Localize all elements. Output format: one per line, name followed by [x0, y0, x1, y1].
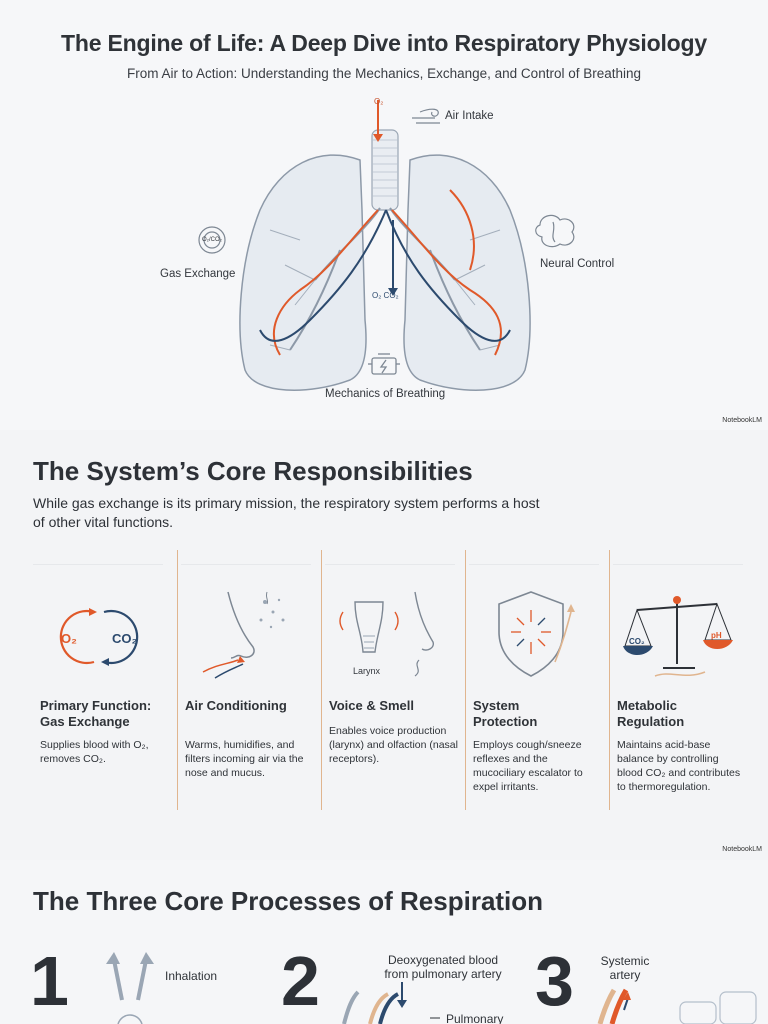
gas-exchange-icon: [198, 226, 226, 254]
card-title: Primary Function: Gas Exchange: [40, 698, 152, 729]
gas-cycle-icon: O₂ CO₂: [59, 608, 139, 666]
larynx-label: Larynx: [353, 666, 381, 676]
brain-icon: [535, 214, 575, 248]
card-row: O₂ CO₂ Primary Function: Gas Exchange Su…: [33, 550, 760, 850]
o2-co2-icon-label: O₂/CO₂: [202, 237, 222, 243]
inhalation-arrows-icon: [106, 952, 154, 1024]
ph-text: pH: [711, 631, 722, 640]
mechanics-label: Mechanics of Breathing: [325, 388, 446, 400]
shield-icon: [498, 591, 575, 677]
card-desc: Warms, humidifies, and filters incoming …: [185, 739, 304, 779]
trachea: [371, 129, 399, 211]
section-intro: While gas exchange is its primary missio…: [33, 495, 540, 530]
neural-control-label: Neural Control: [540, 258, 615, 270]
o2-co2-label: O₂ CO₂: [372, 291, 399, 300]
card-desc: Maintains acid-base balance by controlli…: [617, 739, 741, 793]
pulmonary-vessels-icon: [342, 982, 440, 1024]
systemic-artery-icon: [597, 988, 757, 1024]
card-metabolic-regulation: CO₂ pH Metabolic Regulation Maintains ac…: [609, 550, 751, 850]
co2-text: CO₂: [629, 637, 645, 646]
responsibilities-section: The System’s Core Responsibilities While…: [0, 430, 768, 860]
card-desc: Employs cough/sneeze reflexes and the mu…: [473, 739, 583, 793]
step-number-1: 1: [30, 942, 69, 1020]
air-intake-label: Air Intake: [445, 110, 494, 122]
step-label-systemic-artery: Systemic artery: [600, 954, 650, 982]
watermark: NotebookLM: [722, 417, 762, 424]
balance-scale-icon: CO₂ pH: [623, 596, 733, 677]
section-heading: The System’s Core Responsibilities: [33, 456, 473, 486]
card-desc: Supplies blood with O₂, removes CO₂.: [40, 739, 149, 765]
card-system-protection: System Protection Employs cough/sneeze r…: [465, 550, 607, 850]
step-number-2: 2: [281, 942, 320, 1020]
card-gas-exchange: O₂ CO₂ Primary Function: Gas Exchange Su…: [33, 550, 175, 850]
o2-label: O₂: [374, 97, 384, 106]
page-title: The Engine of Life: A Deep Dive into Res…: [61, 30, 707, 56]
step-label-inhalation: Inhalation: [165, 969, 218, 983]
processes-section: The Three Core Processes of Respiration …: [0, 860, 768, 1024]
step-label-deoxygenated: Deoxygenated blood from pulmonary artery: [384, 953, 502, 981]
larynx-icon: Larynx: [339, 591, 434, 677]
engine-icon: [368, 353, 400, 375]
card-title: System Protection: [473, 698, 538, 729]
co2-text: CO₂: [112, 631, 138, 646]
step-number-3: 3: [535, 942, 574, 1020]
card-title: Voice & Smell: [329, 698, 415, 713]
watermark: NotebookLM: [722, 846, 762, 853]
right-lung: [403, 154, 531, 391]
step-label-pulmonary: Pulmonary: [446, 1012, 504, 1024]
lungs-illustration: [198, 100, 575, 391]
card-title: Air Conditioning: [185, 698, 287, 713]
section-heading: The Three Core Processes of Respiration: [33, 886, 544, 916]
gas-exchange-label: Gas Exchange: [160, 268, 236, 280]
air-intake-icon: [412, 108, 440, 124]
nose-air-icon: [202, 591, 285, 679]
page-subtitle: From Air to Action: Understanding the Me…: [126, 66, 642, 81]
card-air-conditioning: Air Conditioning Warms, humidifies, and …: [177, 550, 319, 850]
card-desc: Enables voice production (larynx) and ol…: [329, 725, 458, 765]
card-voice-smell: Larynx Voice & Smell Enables voice produ…: [321, 550, 463, 850]
left-lung: [239, 154, 367, 391]
o2-text: O₂: [61, 631, 77, 646]
hero-section: The Engine of Life: A Deep Dive into Res…: [0, 0, 768, 430]
card-title: Metabolic Regulation: [617, 698, 685, 729]
